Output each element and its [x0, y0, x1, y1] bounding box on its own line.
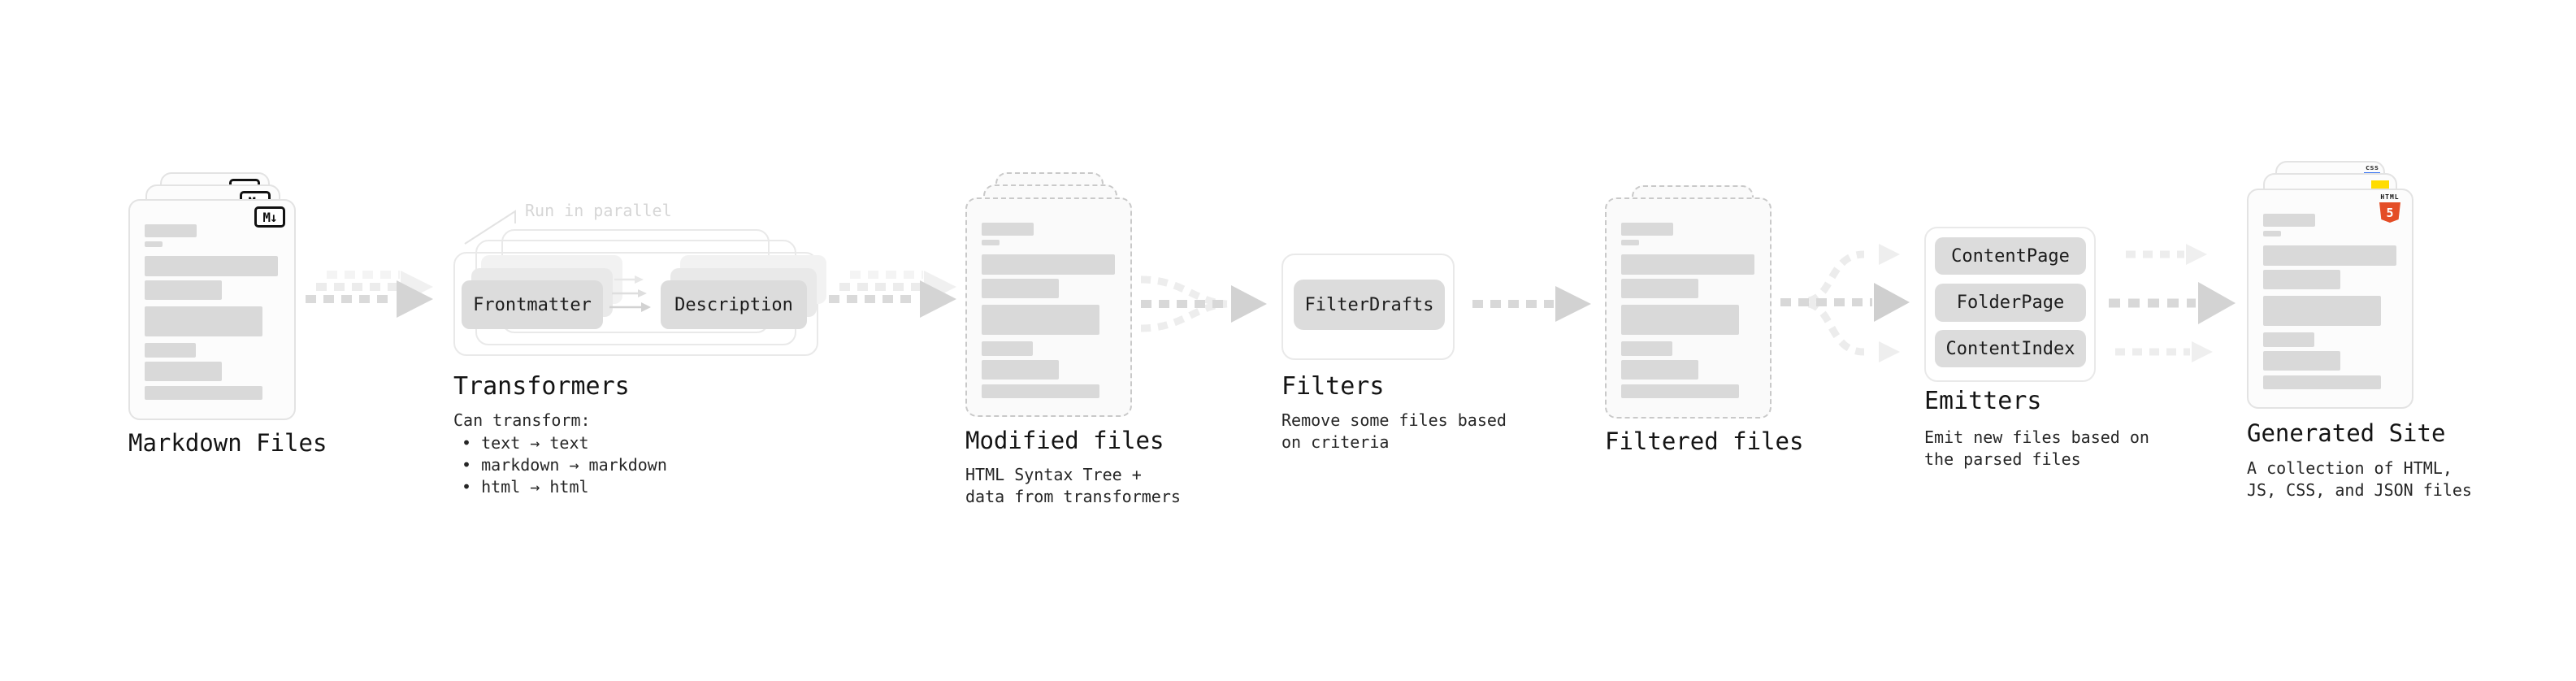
file-card: M↓ [128, 199, 296, 420]
placeholder-bar [1621, 360, 1698, 380]
transformer-node-description: Description [661, 280, 807, 329]
merge-arrow-icon [1140, 275, 1267, 332]
placeholder-bar [145, 224, 197, 237]
stage-description: data from transformers [965, 487, 1181, 506]
fork-arrow-icon [1780, 244, 1910, 362]
file-content-bars [1607, 199, 1770, 417]
emitter-node-contentindex: ContentIndex [1935, 330, 2086, 367]
placeholder-bar [145, 362, 222, 381]
placeholder-bar [982, 360, 1059, 380]
placeholder-bar [2263, 270, 2340, 289]
placeholder-bar [982, 223, 1034, 236]
emitter-node-contentpage: ContentPage [1935, 237, 2086, 275]
placeholder-bar [1621, 223, 1673, 236]
flow-arrow-icon [829, 271, 956, 318]
stage-description: on criteria [1281, 432, 1390, 452]
html5-logo-icon: HTML 5 [2378, 194, 2402, 223]
html5-word: HTML [2380, 193, 2400, 201]
css-label: css [2365, 164, 2379, 172]
stage-description: the parsed files [1924, 449, 2081, 469]
stage-title-emitters: Emitters [1924, 387, 2042, 415]
stage-label-generated-site: Generated Site [2247, 419, 2446, 447]
filters-group-box [1281, 254, 1455, 360]
placeholder-bar [2263, 231, 2281, 236]
stage-description: HTML Syntax Tree + [965, 465, 1142, 484]
placeholder-bar [145, 256, 278, 276]
placeholder-bar [982, 341, 1033, 356]
flow-arrow-icon [1472, 286, 1591, 322]
placeholder-bar [145, 241, 163, 247]
emitter-node-folderpage: FolderPage [1935, 284, 2086, 322]
placeholder-bar [1621, 384, 1739, 398]
fan-out-arrows-icon [2109, 244, 2236, 362]
stage-label-markdown-files: Markdown Files [128, 429, 327, 457]
stage-description: JS, CSS, and JSON files [2247, 480, 2472, 500]
placeholder-bar [2263, 375, 2381, 389]
placeholder-bar [145, 386, 262, 400]
placeholder-bar [145, 280, 222, 300]
stage-title-filters: Filters [1281, 372, 1385, 401]
transform-bullet: • html → html [462, 477, 589, 497]
transform-bullet: • text → text [462, 433, 589, 453]
placeholder-bar [145, 306, 262, 336]
parallel-note-leader-line [464, 210, 516, 245]
stage-label-filtered-files: Filtered files [1605, 427, 1804, 455]
placeholder-bar [145, 343, 196, 358]
flow-arrow-icon [306, 271, 433, 318]
placeholder-bar [2263, 351, 2340, 371]
file-content-bars [2249, 190, 2412, 407]
placeholder-bar [1621, 279, 1698, 298]
placeholder-bar [2263, 332, 2314, 347]
placeholder-bar [2263, 245, 2396, 266]
stage-description: Remove some files based [1281, 410, 1507, 430]
placeholder-bar [982, 240, 1000, 245]
markdown-logo-icon: M↓ [254, 206, 285, 228]
placeholder-bar [982, 384, 1099, 398]
stage-description: A collection of HTML, [2247, 458, 2452, 478]
stage-label-modified-files: Modified files [965, 427, 1164, 454]
stage-title-transformers: Transformers [453, 372, 630, 401]
emitters-group-box [1924, 227, 2096, 382]
file-card [965, 197, 1132, 417]
placeholder-bar [1621, 305, 1739, 335]
parallel-arrows-icon [609, 275, 651, 312]
placeholder-bar [2263, 296, 2381, 326]
placeholder-bar [982, 305, 1099, 335]
file-content-bars [967, 199, 1130, 415]
parallel-note: Run in parallel [525, 201, 672, 220]
placeholder-bar [982, 279, 1059, 298]
stage-description: Emit new files based on [1924, 427, 2149, 447]
filter-node-filterdrafts: FilterDrafts [1294, 280, 1445, 330]
transformer-group-box [453, 252, 818, 356]
placeholder-bar [982, 254, 1115, 275]
transformer-node-frontmatter: Frontmatter [462, 280, 603, 329]
placeholder-bar [2263, 214, 2315, 227]
file-content-bars [130, 201, 294, 419]
html5-number: 5 [2386, 205, 2394, 220]
placeholder-bar [1621, 254, 1754, 275]
placeholder-bar [1621, 341, 1672, 356]
transform-bullet: • markdown → markdown [462, 455, 667, 475]
stage-description: Can transform: [453, 410, 591, 430]
file-card: HTML 5 [2247, 189, 2413, 409]
file-card [1605, 197, 1772, 419]
placeholder-bar [1621, 240, 1639, 245]
